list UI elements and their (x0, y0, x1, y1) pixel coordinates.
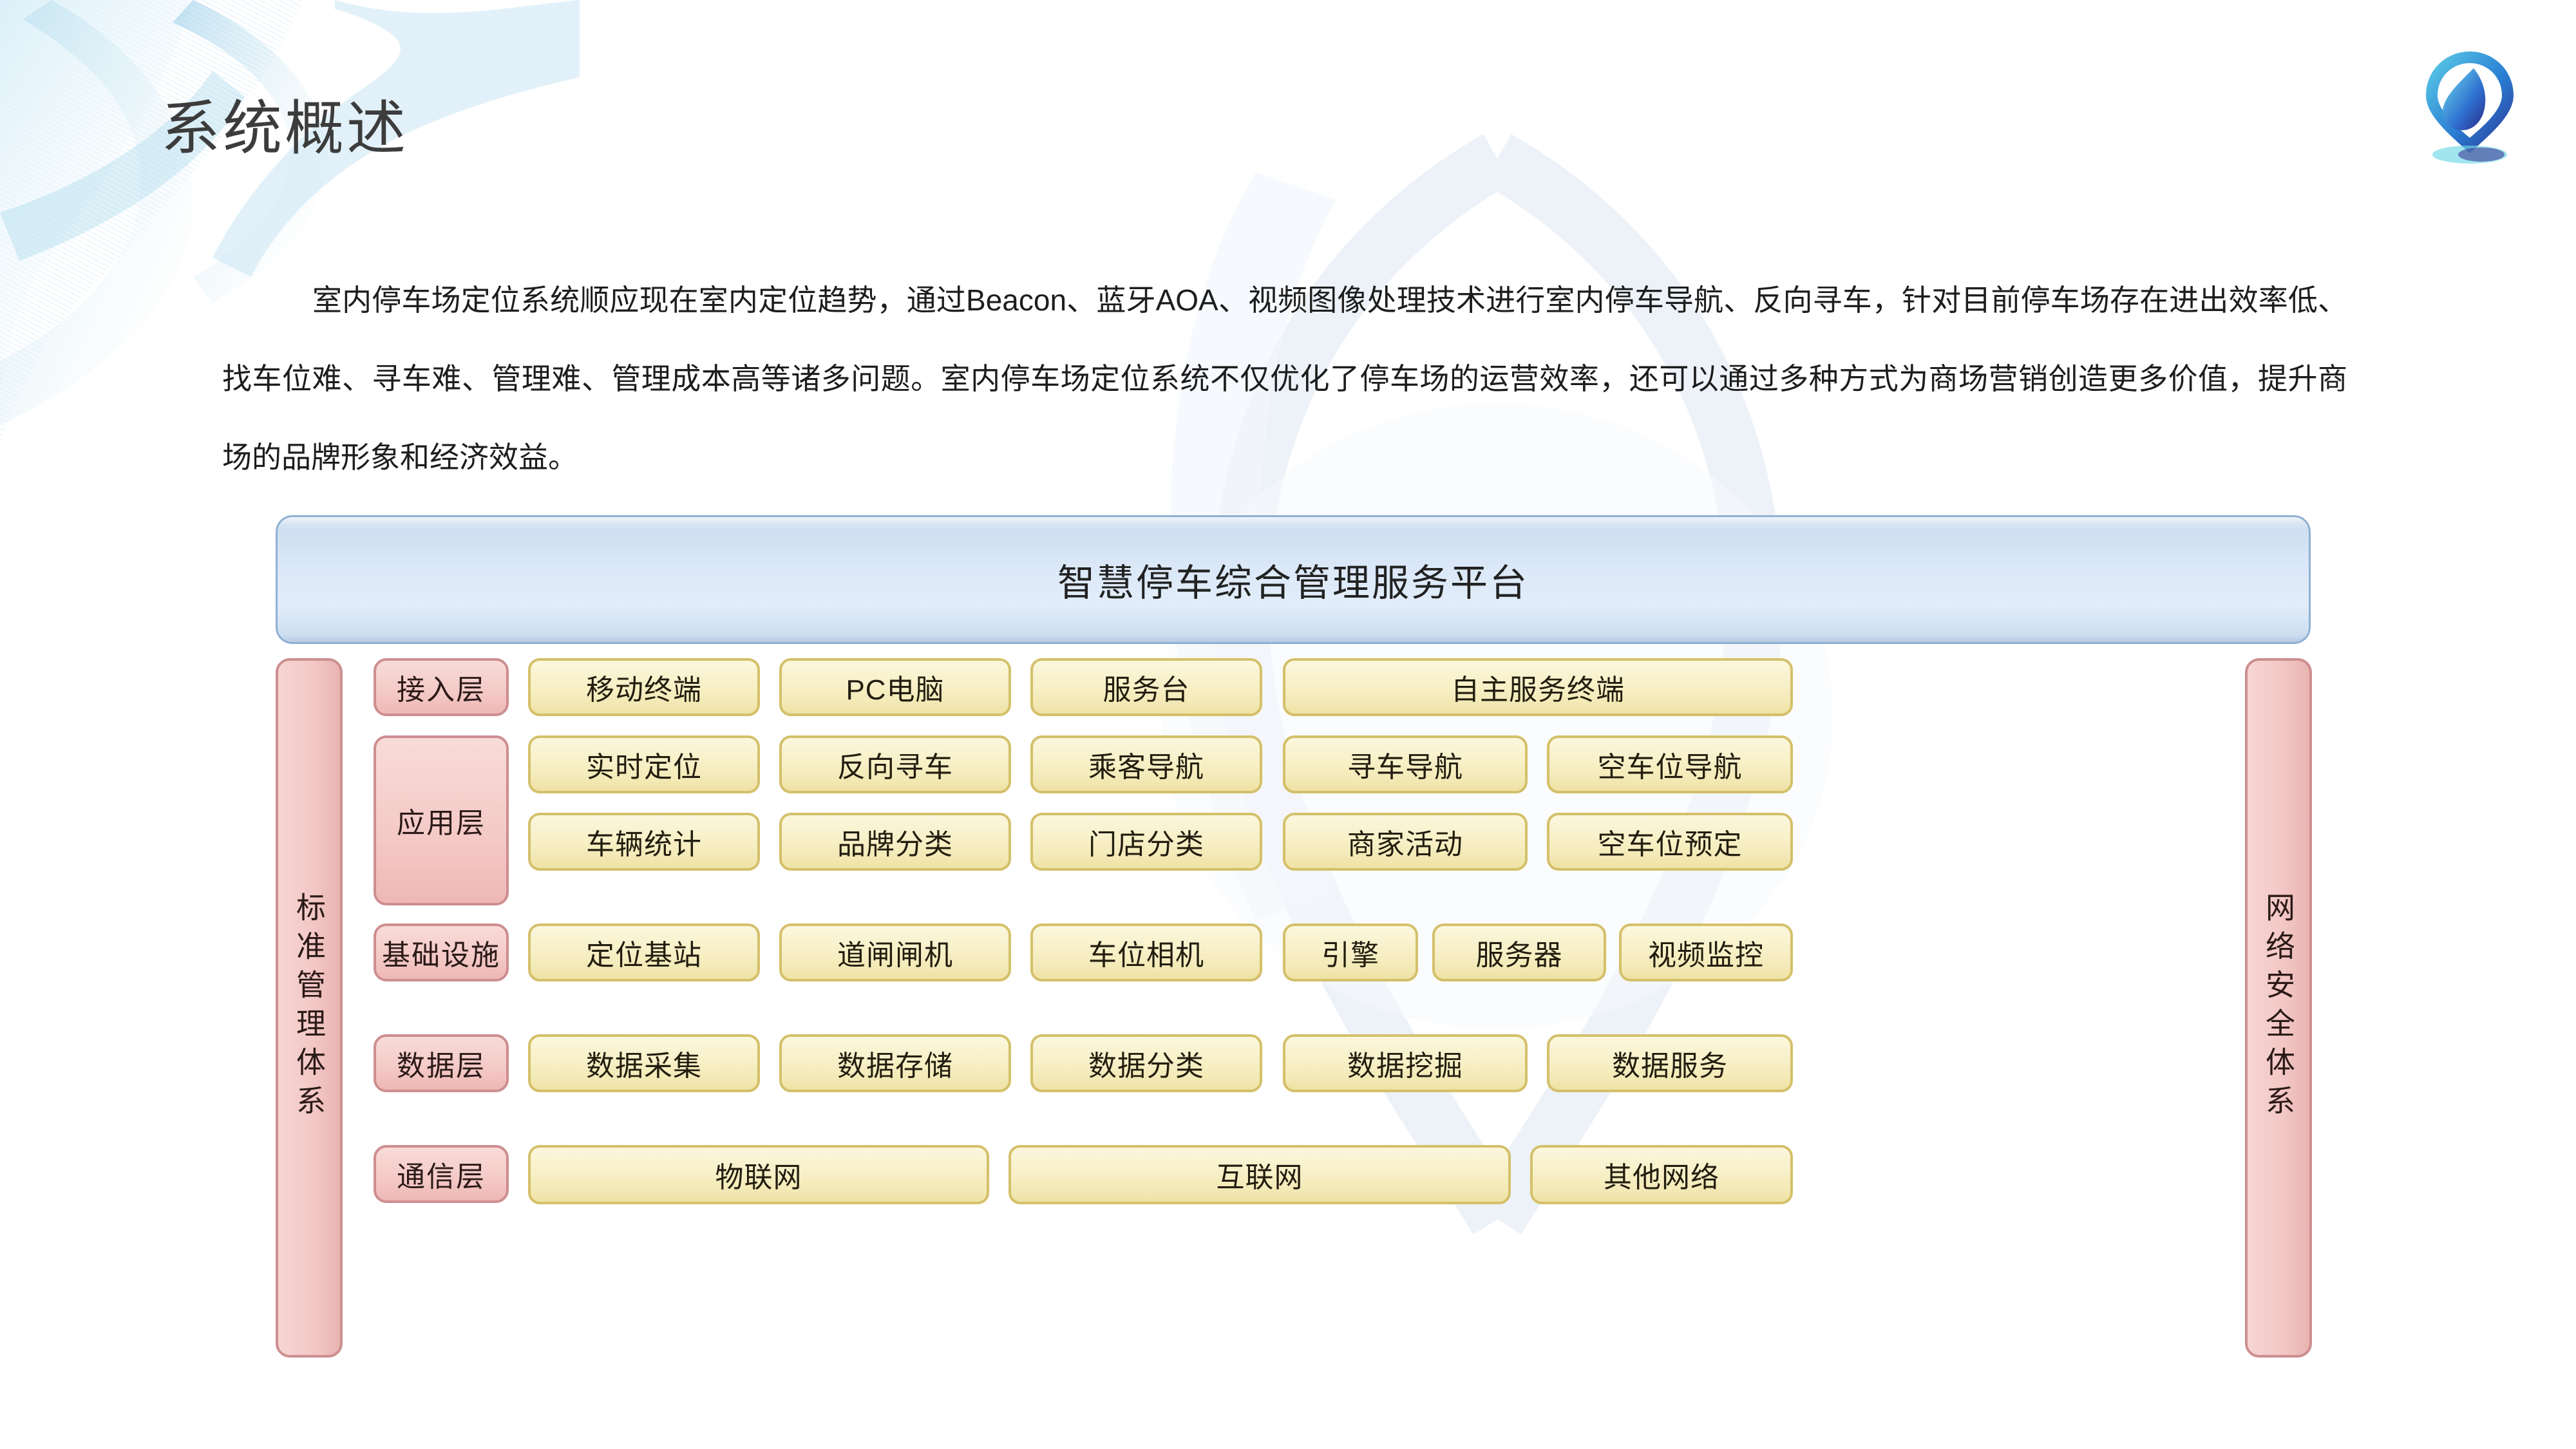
cell-empty-space-navigation[interactable]: 空车位导航 (1547, 735, 1793, 793)
layer-chip-communication[interactable]: 通信层 (374, 1145, 509, 1203)
cell-vehicle-statistics[interactable]: 车辆统计 (528, 813, 760, 871)
layer-chip-access[interactable]: 接入层 (374, 658, 509, 716)
cell-iot[interactable]: 物联网 (528, 1145, 989, 1204)
cell-server[interactable]: 服务器 (1432, 923, 1606, 981)
cell-video-surveillance[interactable]: 视频监控 (1619, 923, 1793, 981)
layer-chip-data[interactable]: 数据层 (374, 1034, 509, 1092)
platform-header-label: 智慧停车综合管理服务平台 (1057, 562, 1529, 604)
cell-car-finding-navigation[interactable]: 寻车导航 (1283, 735, 1528, 793)
left-rail-label: 标准管理体系 (292, 892, 326, 1124)
cell-service-desk[interactable]: 服务台 (1030, 658, 1262, 716)
layer-label-column: 接入层 应用层 基础设施 数据层 通信层 (374, 658, 509, 1358)
cell-data-service[interactable]: 数据服务 (1547, 1034, 1793, 1092)
cell-pc[interactable]: PC电脑 (779, 658, 1011, 716)
right-rail-network-security: 网络安全体系 (2245, 658, 2312, 1358)
body-paragraph: 室内停车场定位系统顺应现在室内定位趋势，通过Beacon、蓝牙AOA、视频图像处… (222, 283, 2347, 474)
cell-empty-space-booking[interactable]: 空车位预定 (1547, 813, 1793, 871)
cell-data-mining[interactable]: 数据挖掘 (1283, 1034, 1528, 1092)
left-rail-standard-management: 标准管理体系 (276, 658, 343, 1358)
cell-positioning-base-station[interactable]: 定位基站 (528, 923, 760, 981)
cell-passenger-navigation[interactable]: 乘客导航 (1030, 735, 1262, 793)
page-title: 系统概述 (161, 96, 409, 162)
cell-parking-camera[interactable]: 车位相机 (1030, 923, 1262, 981)
cell-internet[interactable]: 互联网 (1009, 1145, 1511, 1204)
right-rail-label: 网络安全体系 (2262, 892, 2295, 1124)
cell-data-collection[interactable]: 数据采集 (528, 1034, 760, 1092)
cell-merchant-activity[interactable]: 商家活动 (1283, 813, 1528, 871)
cell-other-network[interactable]: 其他网络 (1530, 1145, 1793, 1204)
cell-self-service-terminal[interactable]: 自主服务终端 (1283, 658, 1793, 716)
layer-chip-application[interactable]: 应用层 (374, 735, 509, 905)
location-pin-logo (2426, 52, 2514, 164)
cell-brand-classification[interactable]: 品牌分类 (779, 813, 1011, 871)
cell-barrier-gate[interactable]: 道闸闸机 (779, 923, 1011, 981)
diagram-cell-grid: 移动终端 PC电脑 服务台 自主服务终端 实时定位 反向寻车 乘客导航 寻车导航… (528, 658, 2056, 1358)
platform-header-bar: 智慧停车综合管理服务平台 (276, 515, 2311, 644)
cell-data-classification[interactable]: 数据分类 (1030, 1034, 1262, 1092)
cell-mobile-terminal[interactable]: 移动终端 (528, 658, 760, 716)
cell-reverse-car-finding[interactable]: 反向寻车 (779, 735, 1011, 793)
layer-chip-infrastructure[interactable]: 基础设施 (374, 923, 509, 981)
cell-store-classification[interactable]: 门店分类 (1030, 813, 1262, 871)
cell-engine[interactable]: 引擎 (1283, 923, 1418, 981)
architecture-diagram: 智慧停车综合管理服务平台 标准管理体系 网络安全体系 接入层 应用层 基础设施 … (276, 515, 2312, 1359)
cell-data-storage[interactable]: 数据存储 (779, 1034, 1011, 1092)
cell-realtime-positioning[interactable]: 实时定位 (528, 735, 760, 793)
